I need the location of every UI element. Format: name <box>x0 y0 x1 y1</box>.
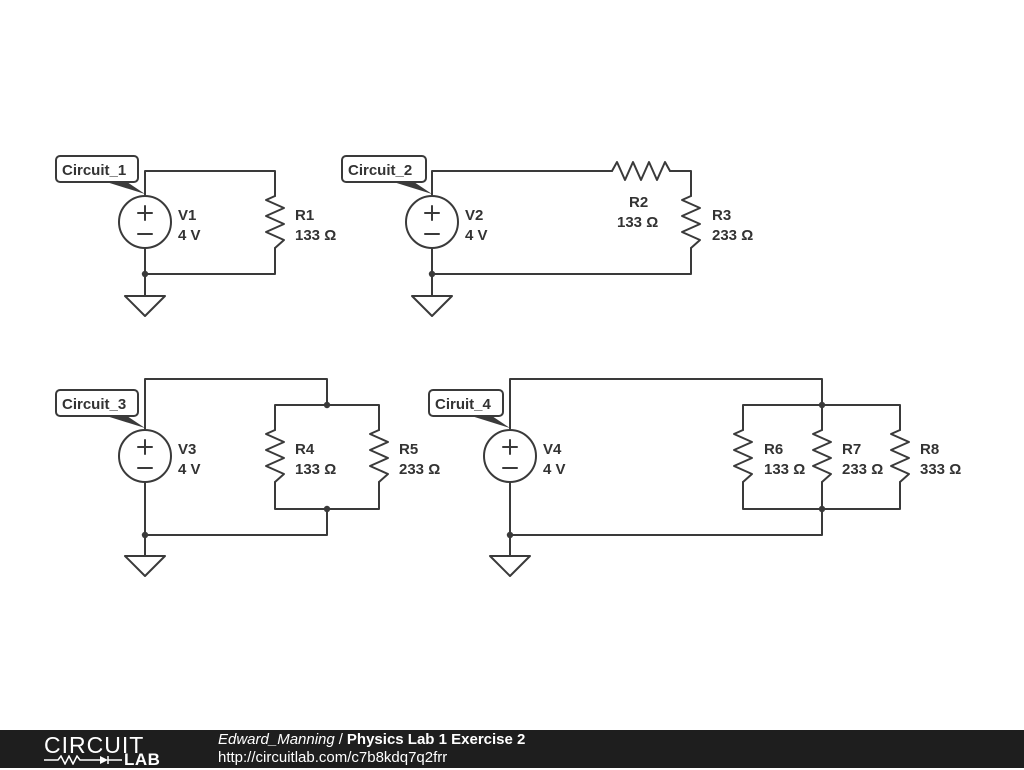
c4-source-value: 4 V <box>543 461 566 478</box>
c3-tag-label: Circuit_3 <box>62 396 126 413</box>
circuit-2: V2 4 V R2 133 Ω R3 233 Ω Circuit_2 <box>341 155 753 317</box>
c1-resistor-r1[interactable] <box>265 195 285 249</box>
c3-wire-bottom <box>144 481 328 536</box>
c2-source-value: 4 V <box>465 227 488 244</box>
c1-tag-label: Circuit_1 <box>62 162 126 179</box>
c2-ground-symbol <box>411 295 453 317</box>
c2-tag[interactable]: Circuit_2 <box>341 155 432 194</box>
c3-junction-ground <box>141 531 149 539</box>
c2-junction <box>428 270 436 278</box>
c4-source-name: V4 <box>543 441 562 458</box>
c4-resistor-r8[interactable] <box>890 429 910 483</box>
c1-junction <box>141 270 149 278</box>
c3-voltage-source[interactable] <box>118 429 172 483</box>
c4-r8-value: 333 Ω <box>920 461 961 478</box>
c2-r3-value: 233 Ω <box>712 227 753 244</box>
c2-r2-value: 133 Ω <box>617 214 658 231</box>
c4-ground-symbol <box>489 555 531 577</box>
c3-wire-top-rail <box>274 404 380 431</box>
c3-junction-bottom <box>323 505 331 513</box>
c3-junction-top <box>323 401 331 409</box>
logo-circuit-text: CIRCUIT <box>44 732 145 758</box>
schematic-canvas: V1 4 V R1 133 Ω Circuit_1 V2 4 V R2 133 … <box>55 155 961 577</box>
logo-resistor-diode-icon <box>44 755 122 765</box>
c4-resistor-r6[interactable] <box>733 429 753 483</box>
c4-r8-name: R8 <box>920 441 939 458</box>
byline: Edward_Manning/Physics Lab 1 Exercise 2 <box>218 731 525 748</box>
circuit-1: V1 4 V R1 133 Ω Circuit_1 <box>55 155 336 317</box>
c3-r5-value: 233 Ω <box>399 461 440 478</box>
c2-wire-top-left <box>431 170 613 197</box>
c2-wire-bottom <box>431 247 692 275</box>
c4-junction-ground <box>506 531 514 539</box>
logo-lab-text: LAB <box>124 750 161 769</box>
c3-wire-top <box>144 378 328 431</box>
c3-resistor-r5[interactable] <box>369 429 389 483</box>
circuit-3: V3 4 V R4 133 Ω R5 233 Ω Circuit_3 <box>55 378 440 577</box>
c2-resistor-r2[interactable] <box>611 161 671 181</box>
document-title[interactable]: Physics Lab 1 Exercise 2 <box>346 731 526 748</box>
c1-voltage-source[interactable] <box>118 195 172 249</box>
c4-r6-name: R6 <box>764 441 783 458</box>
c2-tag-label: Circuit_2 <box>348 162 412 179</box>
c3-r4-value: 133 Ω <box>295 461 336 478</box>
c1-ground-symbol <box>124 295 166 317</box>
c1-tag[interactable]: Circuit_1 <box>55 155 145 194</box>
byline-separator: / <box>338 731 343 748</box>
c3-wire-bottom-rail <box>274 481 380 510</box>
c3-r4-name: R4 <box>295 441 315 458</box>
c2-wire-top-right <box>669 170 692 197</box>
circuit-4: V4 4 V R6 133 Ω R7 233 Ω R8 333 Ω Ciruit… <box>428 378 961 577</box>
c1-source-value: 4 V <box>178 227 201 244</box>
c4-wire-top <box>509 378 823 431</box>
c1-wire-bottom <box>144 247 276 275</box>
c2-r3-name: R3 <box>712 207 731 224</box>
c3-r5-name: R5 <box>399 441 418 458</box>
c4-junction-bottom <box>818 505 826 513</box>
c3-resistor-r4[interactable] <box>265 429 285 483</box>
c2-voltage-source[interactable] <box>405 195 459 249</box>
c2-r2-name: R2 <box>629 194 648 211</box>
c3-ground-symbol <box>124 555 166 577</box>
c2-resistor-r3[interactable] <box>681 195 701 249</box>
c4-r7-name: R7 <box>842 441 861 458</box>
c4-resistor-r7[interactable] <box>812 429 832 483</box>
c4-wire-bottom <box>509 481 823 536</box>
c1-r1-name: R1 <box>295 207 314 224</box>
c4-tag[interactable]: Ciruit_4 <box>428 389 510 428</box>
c3-source-value: 4 V <box>178 461 201 478</box>
footer-bar: CIRCUIT LAB Edward_Manning/Physics Lab 1… <box>0 730 1024 769</box>
c1-source-name: V1 <box>178 207 196 224</box>
c1-wire-top <box>144 170 276 197</box>
c3-tag[interactable]: Circuit_3 <box>55 389 145 428</box>
c2-source-name: V2 <box>465 207 483 224</box>
c4-junction-top <box>818 401 826 409</box>
c4-voltage-source[interactable] <box>483 429 537 483</box>
c1-r1-value: 133 Ω <box>295 227 336 244</box>
c4-r6-value: 133 Ω <box>764 461 805 478</box>
author-link[interactable]: Edward_Manning <box>218 731 335 748</box>
c3-source-name: V3 <box>178 441 196 458</box>
circuit-url-link[interactable]: http://circuitlab.com/c7b8kdq7q2frr <box>218 749 448 766</box>
c4-r7-value: 233 Ω <box>842 461 883 478</box>
c4-tag-label: Ciruit_4 <box>435 396 492 413</box>
